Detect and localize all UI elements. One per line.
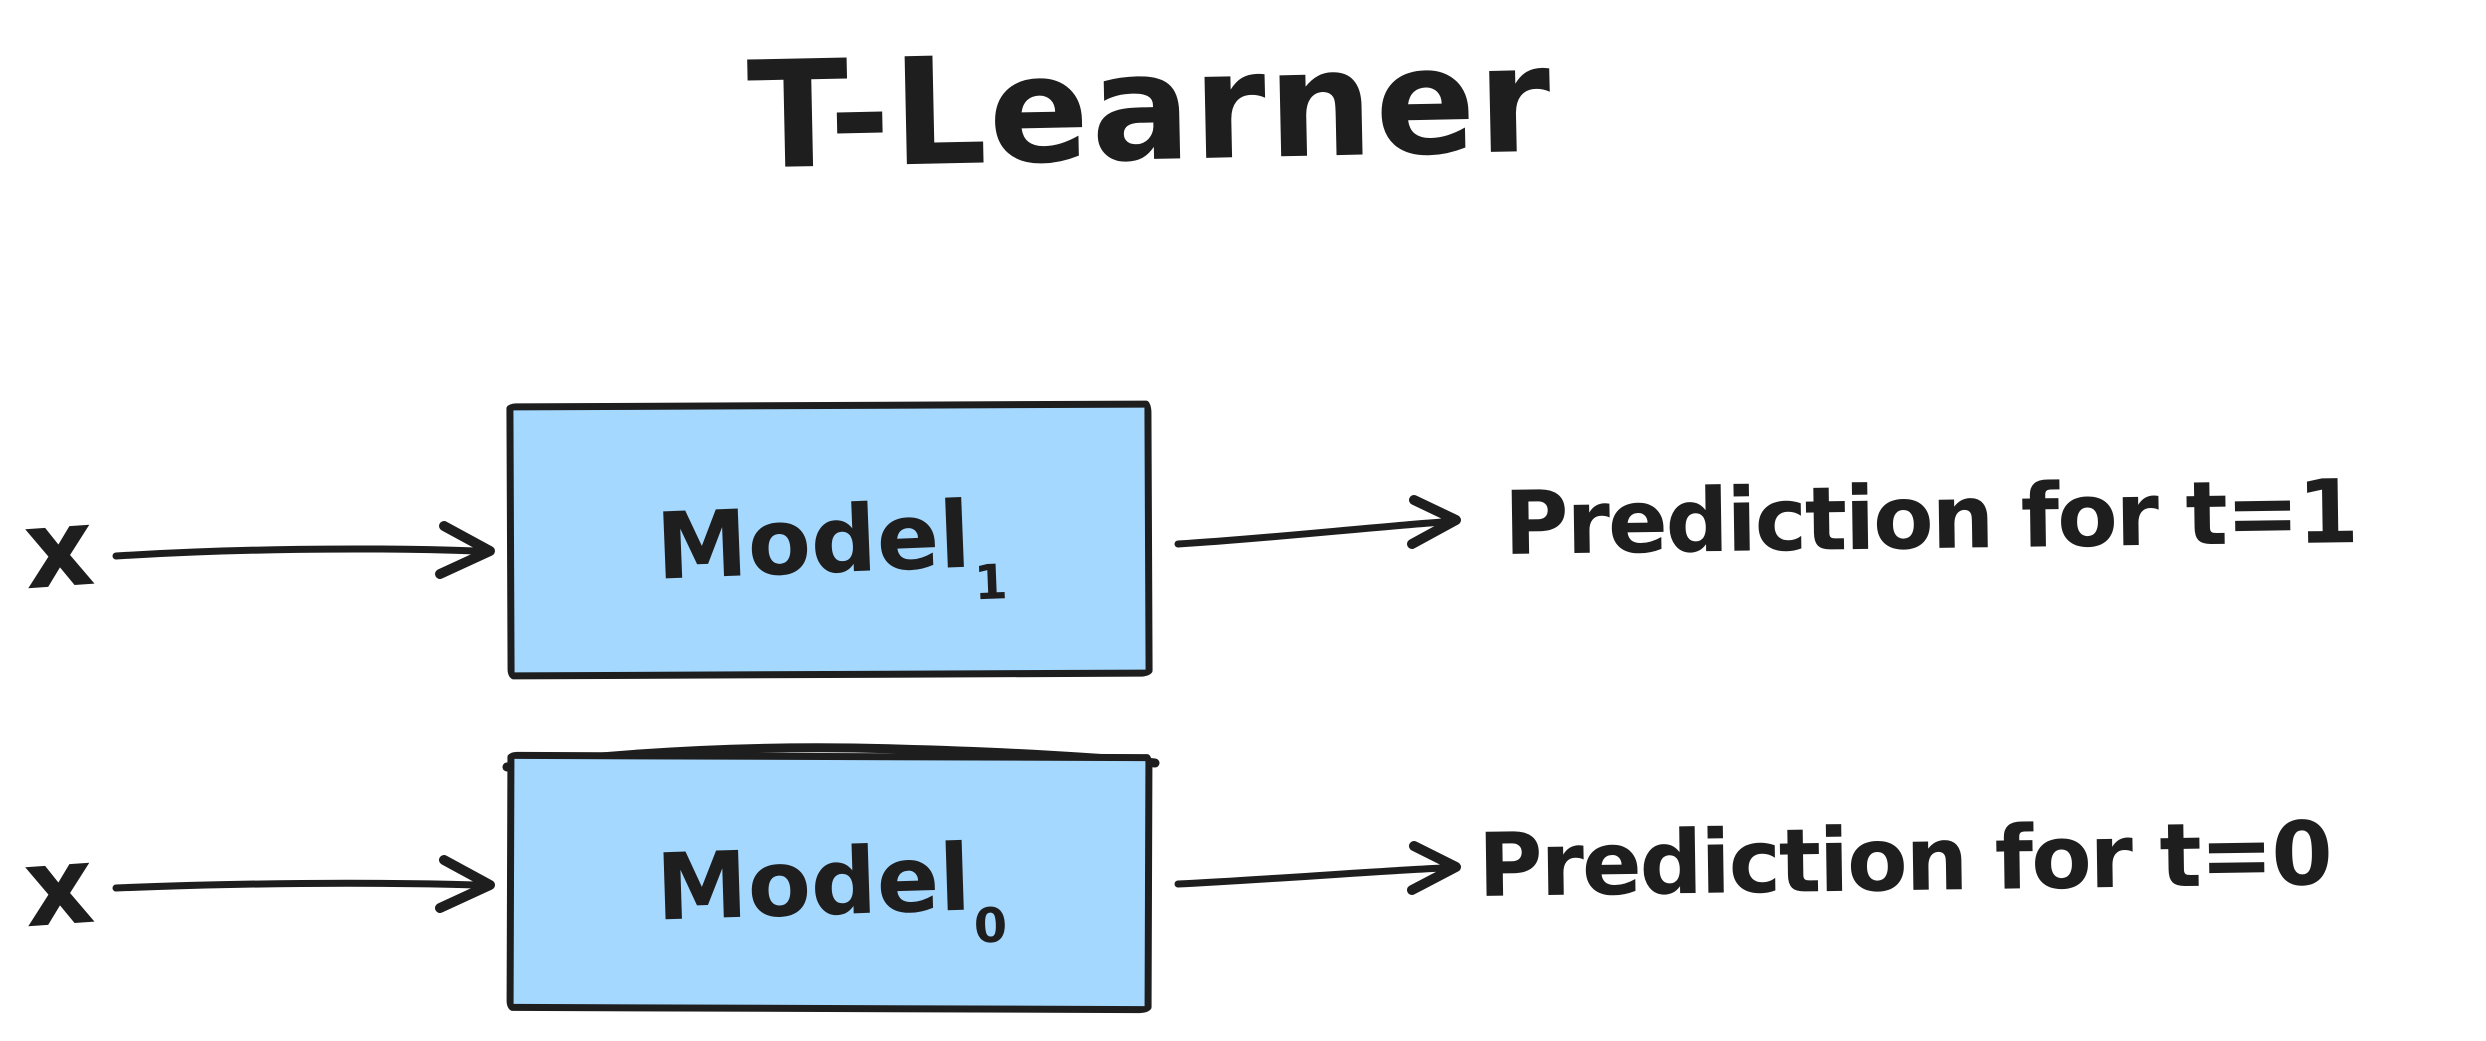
- input-label-x-row1: x: [19, 484, 98, 615]
- arrow-right-icon: [112, 855, 495, 913]
- arrow-right-icon: [112, 521, 495, 579]
- model1-label-base: Model: [653, 481, 973, 601]
- prediction-label-t1: Prediction for t=1: [1503, 460, 2358, 575]
- model0-label: Model0: [653, 824, 1008, 955]
- input-label-x-row2: x: [19, 822, 98, 953]
- model0-label-subscript: 0: [972, 898, 1008, 955]
- model1-label-subscript: 1: [972, 554, 1009, 611]
- model0-label-base: Model: [653, 824, 972, 942]
- model1-box: Model1: [506, 400, 1153, 680]
- model1-label: Model1: [653, 480, 1009, 611]
- arrow-right-icon: [1174, 841, 1461, 895]
- model0-box: Model0: [506, 751, 1153, 1014]
- diagram-title: T-Learner: [745, 13, 1555, 203]
- arrow-right-icon: [1174, 495, 1461, 549]
- prediction-label-t0: Prediction for t=0: [1477, 802, 2332, 917]
